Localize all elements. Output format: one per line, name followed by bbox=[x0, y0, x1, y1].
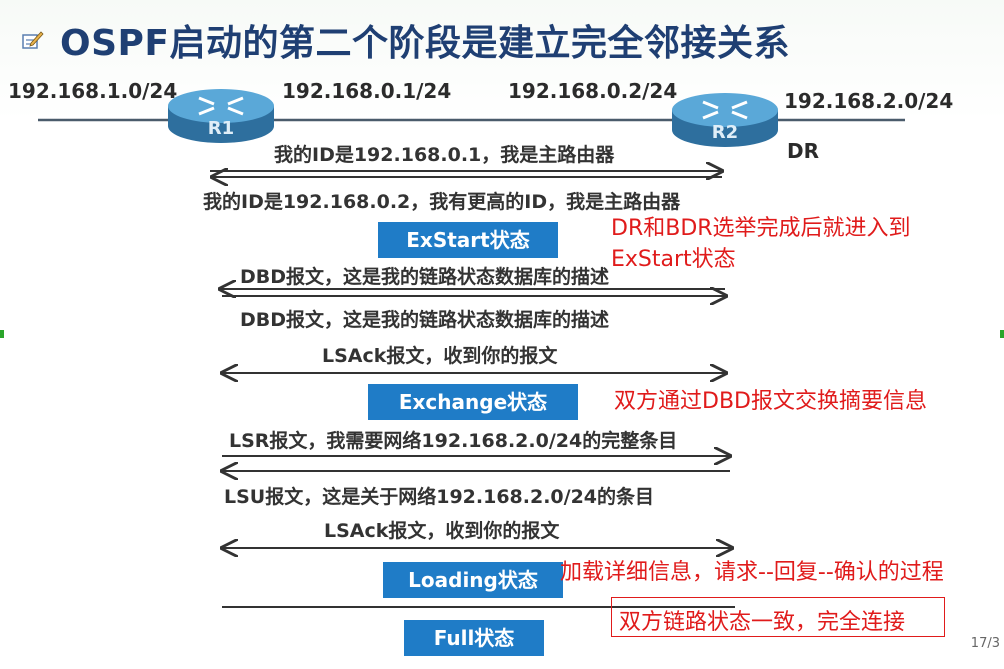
state-loading: Loading状态 bbox=[383, 562, 563, 598]
message-hello-r1: 我的ID是192.168.0.1，我是主路由器 bbox=[274, 144, 615, 166]
note-loading: 加载详细信息，请求--回复--确认的过程 bbox=[560, 560, 944, 585]
message-dbd-r2: DBD报文，这是我的链路状态数据库的描述 bbox=[240, 266, 610, 288]
pencil-doc-icon bbox=[22, 31, 44, 49]
link-r1-address: 192.168.0.1/24 bbox=[282, 79, 452, 103]
state-full: Full状态 bbox=[404, 620, 544, 656]
message-lsack-2: LSAck报文，收到你的报文 bbox=[324, 520, 560, 542]
router-r2: R2 bbox=[670, 88, 780, 152]
message-lsr: LSR报文，我需要网络192.168.2.0/24的完整条目 bbox=[229, 430, 678, 452]
router-icon bbox=[168, 89, 274, 143]
slide-edge-marker bbox=[0, 330, 4, 338]
slide-title: OSPF启动的第二个阶段是建立完全邻接关系 bbox=[60, 23, 791, 64]
note-full-box bbox=[611, 597, 945, 637]
note-exstart-line2: ExStart状态 bbox=[611, 247, 736, 272]
router-r2-label: R2 bbox=[711, 122, 739, 143]
r2-role-label: DR bbox=[787, 139, 820, 163]
state-exchange: Exchange状态 bbox=[368, 384, 578, 420]
message-hello-r2: 我的ID是192.168.0.2，我有更高的ID，我是主路由器 bbox=[203, 191, 681, 213]
slide-edge-marker bbox=[1000, 330, 1004, 338]
note-exstart-line1: DR和BDR选举完成后就进入到 bbox=[611, 216, 911, 241]
state-exstart: ExStart状态 bbox=[378, 222, 558, 258]
router-r1-label: R1 bbox=[207, 118, 235, 139]
router-r1: R1 bbox=[166, 84, 276, 148]
message-lsack-1: LSAck报文，收到你的报文 bbox=[322, 345, 558, 367]
router-icon bbox=[672, 93, 778, 147]
note-exchange: 双方通过DBD报文交换摘要信息 bbox=[614, 389, 927, 414]
note-full: 双方链路状态一致，完全连接 bbox=[619, 610, 906, 635]
network-right-label: 192.168.2.0/24 bbox=[784, 89, 954, 113]
message-lsu: LSU报文，这是关于网络192.168.2.0/24的条目 bbox=[224, 486, 655, 508]
link-r2-address: 192.168.0.2/24 bbox=[508, 79, 678, 103]
message-dbd-r1: DBD报文，这是我的链路状态数据库的描述 bbox=[240, 309, 610, 331]
network-left-label: 192.168.1.0/24 bbox=[8, 79, 178, 103]
page-number: 17/3 bbox=[970, 636, 1000, 651]
